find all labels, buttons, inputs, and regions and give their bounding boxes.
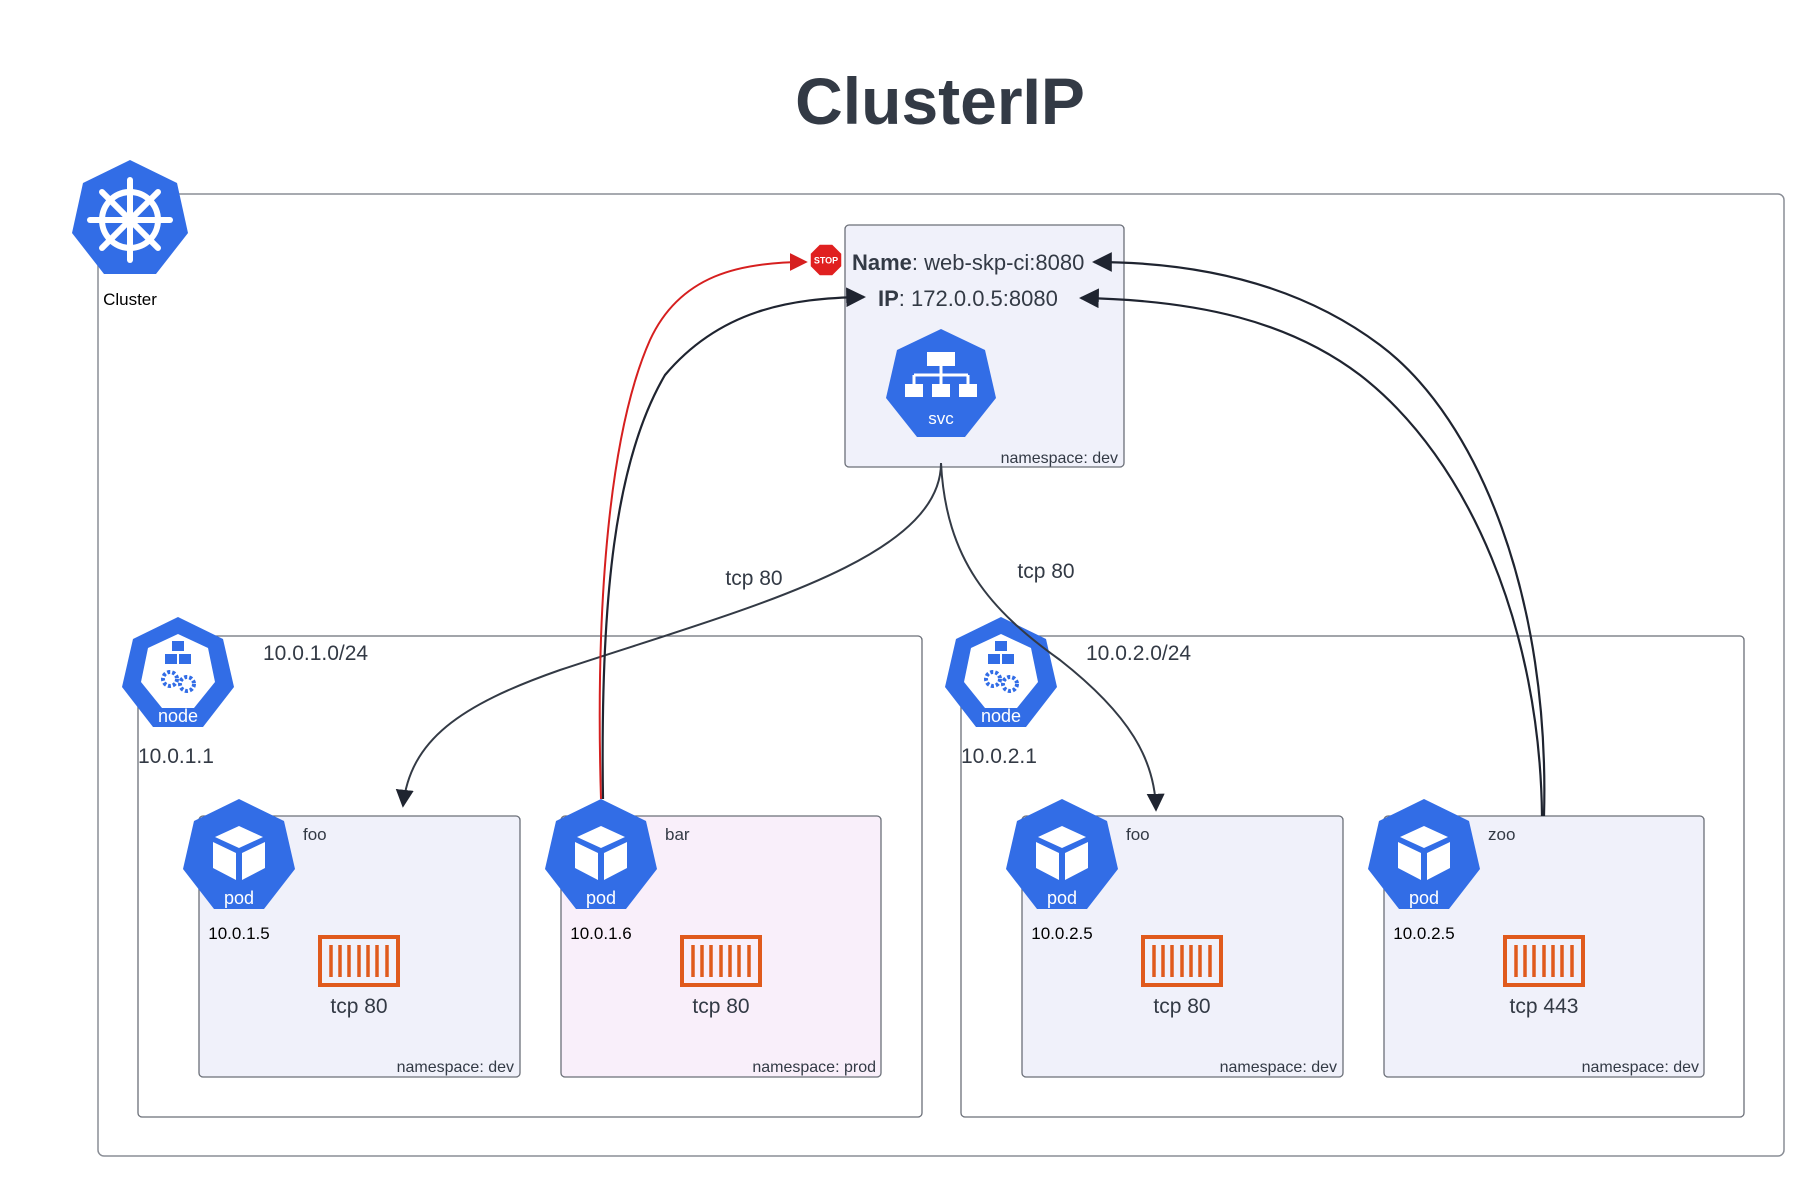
node-icon-label: node (158, 706, 198, 726)
container-port: tcp 443 (1510, 995, 1579, 1018)
node-box-1[interactable] (137, 635, 923, 1118)
service-ip-key: IP (878, 286, 899, 311)
pod-icon-label: pod (224, 888, 254, 908)
pod-namespace: namespace: dev (1220, 1059, 1337, 1076)
pod-ip: 10.0.2.5 (1031, 924, 1092, 943)
node-2-cidr: 10.0.2.0/24 (1086, 642, 1191, 665)
pod-name: foo (1126, 825, 1150, 844)
service-name-value: : web-skp-ci:8080 (912, 250, 1084, 275)
container-icon (1503, 935, 1585, 987)
stop-icon-text: STOP (814, 256, 838, 266)
pod-icon-label: pod (1409, 888, 1439, 908)
pod-namespace: namespace: prod (752, 1059, 876, 1076)
service-icon-label: svc (928, 409, 954, 428)
service-ip-value: : 172.0.0.5:8080 (899, 286, 1058, 311)
edge-svc-to-foo-node2 (940, 462, 1165, 812)
pod-namespace: namespace: dev (1582, 1059, 1699, 1076)
node-icon-label: node (981, 706, 1021, 726)
node-2-ip: 10.0.2.1 (961, 745, 1037, 768)
pod-ip: 10.0.1.6 (570, 924, 631, 943)
container-icon (1141, 935, 1223, 987)
edge-zoo-to-svc-name (1092, 252, 1546, 817)
pod-namespace: namespace: dev (397, 1059, 514, 1076)
service-ip: IP: 172.0.0.5:8080 (878, 286, 1058, 311)
pod-icon-label: pod (586, 888, 616, 908)
node-1-ip: 10.0.1.1 (138, 745, 214, 768)
container-port: tcp 80 (692, 995, 749, 1018)
pod-icon: pod (1368, 799, 1480, 909)
service-namespace: namespace: dev (1001, 450, 1118, 467)
edge-label-left: tcp 80 (725, 567, 782, 590)
page-title: ClusterIP (795, 64, 1085, 138)
service-name: Name: web-skp-ci:8080 (852, 250, 1084, 275)
container-icon (680, 935, 762, 987)
pod-ip: 10.0.2.5 (1393, 924, 1454, 943)
pod-name: foo (303, 825, 327, 844)
edge-bar-to-svc-blocked (598, 253, 808, 800)
edge-bar-to-svc-ip (601, 287, 866, 800)
node-1-cidr: 10.0.1.0/24 (263, 642, 368, 665)
edge-label-right: tcp 80 (1017, 560, 1074, 583)
pod-icon: pod (545, 799, 657, 909)
cluster-label: Cluster (103, 290, 157, 309)
service-network-icon: svc (886, 329, 996, 437)
node-icon: node (945, 617, 1057, 727)
edge-svc-to-foo-node1 (395, 462, 942, 808)
kubernetes-helm-icon (72, 160, 188, 274)
cluster-boundary (97, 193, 1785, 1157)
container-port: tcp 80 (330, 995, 387, 1018)
edge-zoo-to-svc-ip (1079, 288, 1544, 817)
container-port: tcp 80 (1153, 995, 1210, 1018)
pod-ip: 10.0.1.5 (208, 924, 269, 943)
container-icon (318, 935, 400, 987)
pod-icon-label: pod (1047, 888, 1077, 908)
service-name-key: Name (852, 250, 912, 275)
stop-icon: STOP (809, 243, 843, 277)
pod-name: zoo (1488, 825, 1515, 844)
pod-icon: pod (183, 799, 295, 909)
pod-icon: pod (1006, 799, 1118, 909)
node-box-2[interactable] (960, 635, 1745, 1118)
pod-name: bar (665, 825, 690, 844)
node-icon: node (122, 617, 234, 727)
